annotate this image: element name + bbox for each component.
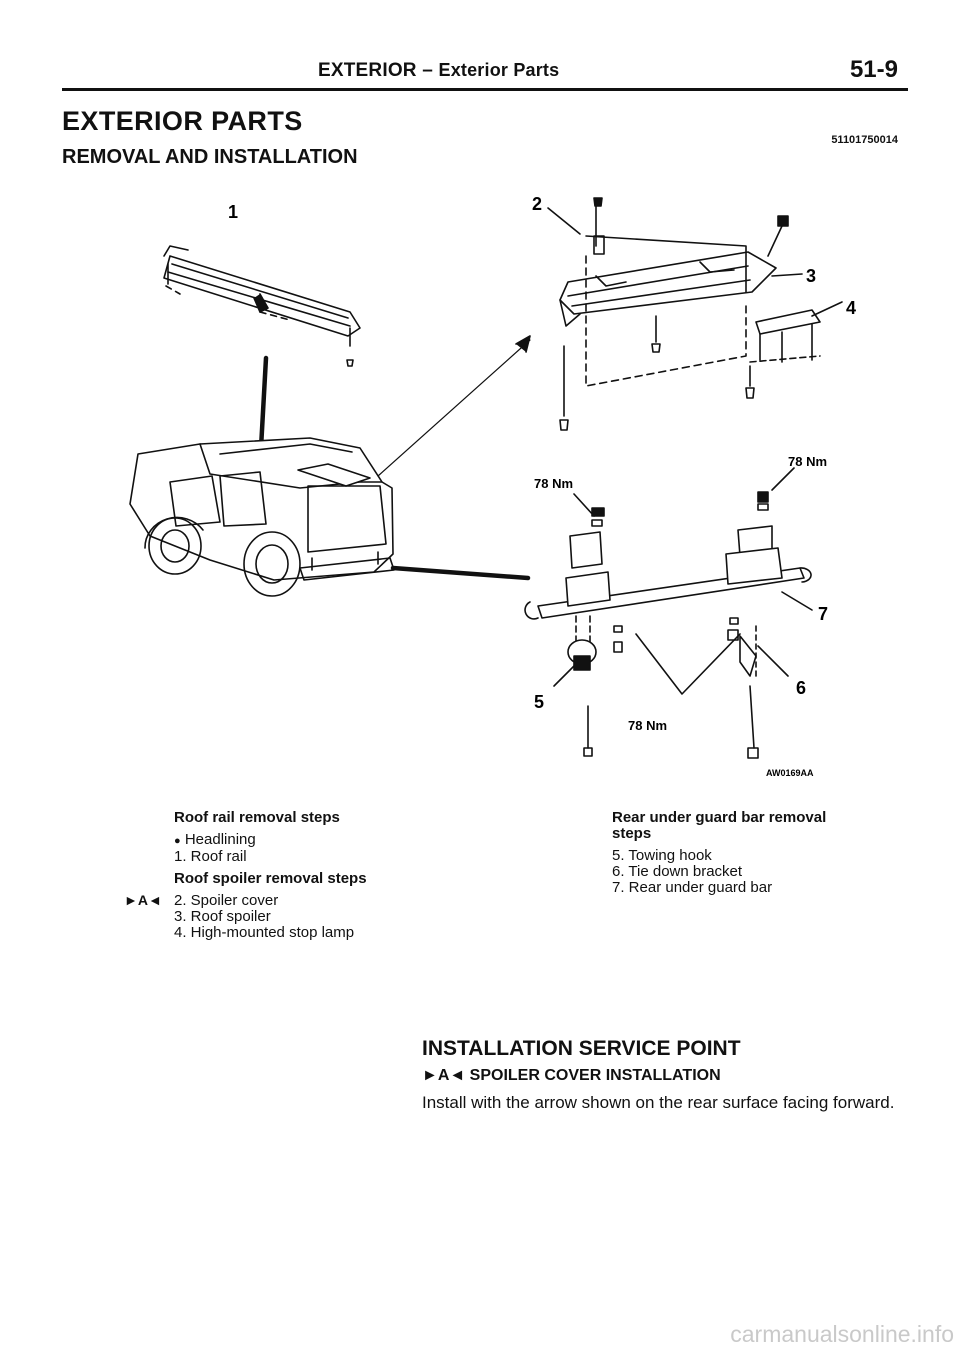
page-title: EXTERIOR PARTS (62, 106, 303, 136)
service-point-subheading: ►A◄ SPOILER COVER INSTALLATION (422, 1067, 721, 1084)
header-rule (62, 88, 908, 91)
callout-6: 6 (796, 678, 806, 698)
legend-item: 7. Rear under guard bar (612, 879, 773, 896)
under-guard-bar-drawing (524, 491, 812, 759)
legend-item: 6. Tie down bracket (612, 863, 743, 880)
torque-label: 78 Nm (534, 476, 573, 491)
callout-7: 7 (818, 604, 828, 624)
legend-item: ● Headlining (174, 832, 434, 849)
legend-left: Roof rail removal steps ● Headlining 1. … (174, 810, 434, 941)
watermark: carmanualsonline.info (730, 1321, 954, 1347)
section-name: EXTERIOR (318, 60, 417, 81)
legend-item: 4. High-mounted stop lamp (174, 924, 355, 941)
callout-2: 2 (532, 194, 542, 214)
legend-right: Rear under guard bar removal steps 5. To… (612, 810, 902, 896)
document-code: 51101750014 (831, 134, 898, 146)
service-point-heading: INSTALLATION SERVICE POINT (422, 1037, 741, 1060)
legend-item: 1. Roof rail (174, 848, 247, 865)
figure-id: AW0169AA (766, 768, 814, 778)
callout-5: 5 (534, 692, 544, 712)
legend-item: 5. Towing hook (612, 847, 712, 864)
roof-spoiler-drawing (559, 197, 821, 431)
service-point-text: Install with the arrow shown on the rear… (422, 1093, 895, 1112)
legend-heading: Roof rail removal steps (174, 809, 340, 826)
callout-1: 1 (228, 202, 238, 222)
callout-4: 4 (846, 298, 856, 318)
exploded-view-figure: 1 2 3 4 5 6 7 78 Nm 78 Nm 78 Nm AW0169AA (129, 194, 856, 778)
legend-heading: steps (612, 825, 652, 842)
legend-item-label: Headlining (184, 831, 256, 848)
vehicle-drawing (129, 437, 395, 597)
torque-label: 78 Nm (628, 718, 667, 733)
callout-3: 3 (806, 266, 816, 286)
legend-heading: Rear under guard bar removal (612, 809, 827, 826)
bullet-icon: ● (174, 835, 181, 847)
legend-item: 3. Roof spoiler (174, 908, 271, 925)
section-header: EXTERIOR – Exterior Parts (318, 60, 559, 82)
torque-label: 78 Nm (788, 454, 827, 469)
legend-heading: Roof spoiler removal steps (174, 870, 367, 887)
subsection-name: Exterior Parts (438, 60, 560, 80)
roof-rail-drawing (163, 245, 361, 367)
page-subtitle: REMOVAL AND INSTALLATION (62, 146, 358, 168)
header-dash: – (422, 60, 433, 81)
service-point-marker: ►A◄ (124, 892, 162, 908)
page-number: 51-9 (849, 56, 898, 83)
legend-item: 2. Spoiler cover (174, 892, 279, 909)
